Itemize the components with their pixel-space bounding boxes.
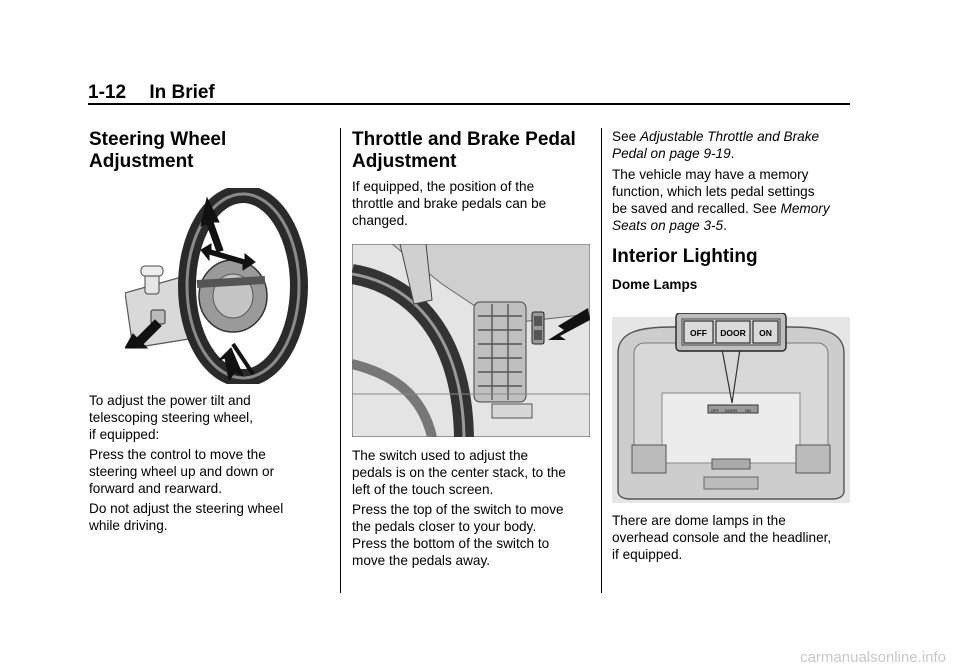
- dome-button-off-label: OFF: [690, 328, 707, 338]
- memory-seats-link[interactable]: Memory: [780, 201, 830, 216]
- dome-button-off[interactable]: [683, 320, 714, 344]
- throttle-heading: Throttle and Brake Pedal Adjustment: [352, 129, 576, 172]
- dome-lamps-para: There are dome lamps in the overhead con…: [612, 513, 832, 562]
- page-header: 1-12 In Brief: [88, 82, 215, 104]
- small-off-label: OFF: [711, 408, 720, 413]
- page-number: 1-12: [88, 82, 127, 103]
- memory-para: The vehicle may have a memory function, …: [612, 167, 830, 233]
- column-divider-1: [340, 128, 341, 593]
- dome-button-door-label: DOOR: [720, 328, 746, 338]
- small-door-label: DOOR: [725, 408, 737, 413]
- dome-lamp-illustration: OFF DOOR ON OFF DOOR ON: [612, 313, 850, 503]
- header-rule: [88, 103, 850, 105]
- throttle-para-2: The switch used to adjust the pedals is …: [352, 448, 566, 497]
- steering-para-2: Press the control to move the steering w…: [89, 447, 275, 496]
- see-reference-para: See Adjustable Throttle and Brake Pedal …: [612, 129, 820, 161]
- throttle-para-1: If equipped, the position of the throttl…: [352, 179, 547, 228]
- dome-button-on[interactable]: [752, 320, 779, 344]
- dome-button-door[interactable]: [715, 320, 751, 344]
- steering-heading: Steering Wheel Adjustment: [89, 129, 227, 172]
- steering-para-1: To adjust the power tilt and telescoping…: [89, 393, 253, 442]
- dome-button-on-label: ON: [759, 328, 772, 338]
- small-on-label: ON: [745, 408, 751, 413]
- steering-para-3: Do not adjust the steering wheel while d…: [89, 501, 284, 533]
- column-divider-2: [601, 128, 602, 593]
- interior-lighting-heading: Interior Lighting: [612, 246, 758, 267]
- section-title: In Brief: [149, 82, 215, 103]
- see-reference-link[interactable]: Adjustable Throttle and Brake: [639, 129, 820, 144]
- dome-lamps-subheading: Dome Lamps: [612, 277, 698, 292]
- pedal-switch-illustration: [352, 244, 590, 437]
- throttle-para-3: Press the top of the switch to move the …: [352, 502, 564, 568]
- steering-wheel-illustration: [125, 188, 325, 384]
- watermark: carmanualsonline.info: [800, 649, 946, 666]
